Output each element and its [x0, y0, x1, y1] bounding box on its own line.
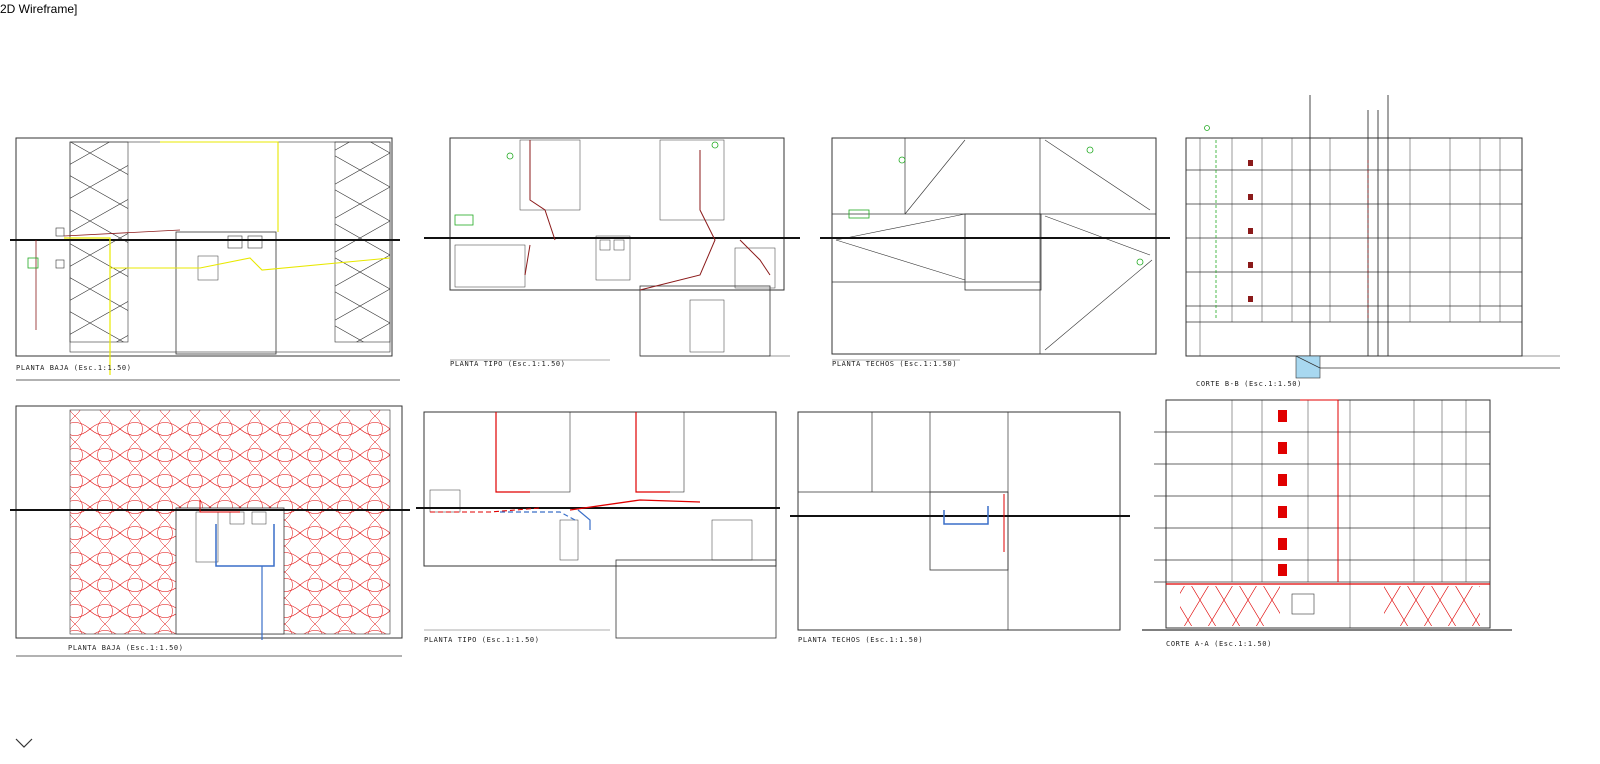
section-corte-b-b[interactable]: CORTE B-B (Esc.1:1.50) — [1185, 95, 1560, 388]
drawing-title: PLANTA TECHOS (Esc.1:1.50) — [832, 360, 957, 368]
drawing-title: PLANTA TECHOS (Esc.1:1.50) — [798, 636, 923, 644]
plan-planta-tipo-incendio[interactable]: PLANTA TIPO (Esc.1:1.50) — [416, 411, 780, 644]
drawing-title: PLANTA BAJA (Esc.1:1.50) — [68, 644, 184, 652]
viewport-label[interactable]: 2D Wireframe] — [0, 2, 78, 16]
plan-planta-tipo-gas[interactable]: PLANTA TIPO (Esc.1:1.50) — [424, 137, 800, 368]
ucs-chevron-icon — [15, 738, 33, 748]
drawing-title: CORTE B-B (Esc.1:1.50) — [1196, 380, 1302, 388]
drawing-title: PLANTA TIPO (Esc.1:1.50) — [424, 636, 540, 644]
drawing-title: CORTE A-A (Esc.1:1.50) — [1166, 640, 1272, 648]
section-corte-a-a[interactable]: CORTE A-A (Esc.1:1.50) — [1142, 399, 1512, 648]
plan-planta-baja-gas[interactable]: PLANTA BAJA (Esc.1:1.50) — [10, 137, 400, 381]
plan-planta-techos-gas[interactable]: PLANTA TECHOS (Esc.1:1.50) — [820, 137, 1170, 368]
plan-planta-techos-incendio[interactable]: PLANTA TECHOS (Esc.1:1.50) — [790, 411, 1130, 644]
drawing-title: PLANTA TIPO (Esc.1:1.50) — [450, 360, 566, 368]
plan-planta-baja-incendio[interactable]: PLANTA BAJA (Esc.1:1.50) — [10, 405, 410, 657]
drawing-title: PLANTA BAJA (Esc.1:1.50) — [16, 364, 132, 372]
